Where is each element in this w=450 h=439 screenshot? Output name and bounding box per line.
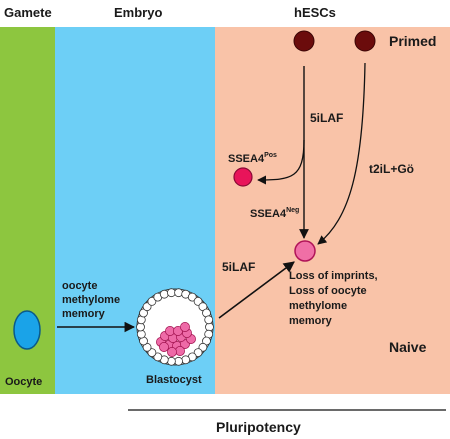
loss-text-line4: memory xyxy=(289,315,333,327)
trophectoderm-cell xyxy=(204,315,214,325)
ssea4-pos-arrow xyxy=(257,139,305,185)
trophectoderm-cell xyxy=(205,322,214,332)
trophectoderm-cell xyxy=(153,352,163,362)
t2il-label: t2iL+Gö xyxy=(369,162,414,176)
inner-cell-mass-cell xyxy=(180,322,190,332)
memory-label-line1: oocyte xyxy=(62,280,97,292)
memory-label-line3: memory xyxy=(62,308,106,320)
ssea4-pos-label: SSEA4Pos xyxy=(228,152,277,165)
oocyte-label: Oocyte xyxy=(5,376,42,388)
blastocyst-icon xyxy=(136,288,214,366)
loss-text-line3: methylome xyxy=(289,300,347,312)
primed-cell-left xyxy=(293,30,315,52)
trophectoderm-cell xyxy=(136,329,146,339)
five-ilaf-bottom-label: 5iLAF xyxy=(222,260,255,274)
blastocyst-to-naive-arrow xyxy=(218,261,295,319)
oocyte-cell xyxy=(13,310,41,350)
trophectoderm-cell xyxy=(147,296,157,306)
trophectoderm-cell xyxy=(174,356,184,366)
inner-cell-mass-cell xyxy=(167,347,177,357)
trophectoderm-cell xyxy=(193,348,203,358)
inner-cell-mass-cell xyxy=(159,342,169,352)
trophectoderm-cell xyxy=(187,292,197,302)
ssea4-neg-label: SSEA4Neg xyxy=(250,207,299,220)
header-embryo: Embryo xyxy=(114,5,162,20)
trophectoderm-cell xyxy=(174,288,184,298)
blastocyst-label: Blastocyst xyxy=(146,374,202,386)
memory-label-line2: methylome xyxy=(62,294,120,306)
trophectoderm-cell xyxy=(166,356,176,366)
trophectoderm-cell xyxy=(159,289,169,299)
header-gamete: Gamete xyxy=(4,5,52,20)
trophectoderm-cell xyxy=(181,355,191,365)
trophectoderm-cell xyxy=(136,322,145,332)
primed-label: Primed xyxy=(389,33,436,49)
pluripotency-label: Pluripotency xyxy=(216,419,301,435)
loss-text-line1: Loss of imprints, xyxy=(289,270,378,282)
trophectoderm-cell xyxy=(166,288,176,298)
hesc-panel xyxy=(215,27,450,394)
five-ilaf-top-label: 5iLAF xyxy=(310,111,343,125)
header-hescs: hESCs xyxy=(294,5,336,20)
t2il-arrow xyxy=(317,62,366,245)
ssea4-pos-cell xyxy=(233,167,253,187)
naive-cell xyxy=(294,240,316,262)
loss-text-line2: Loss of oocyte xyxy=(289,285,367,297)
naive-label: Naive xyxy=(389,339,427,355)
primed-cell-right xyxy=(354,30,376,52)
